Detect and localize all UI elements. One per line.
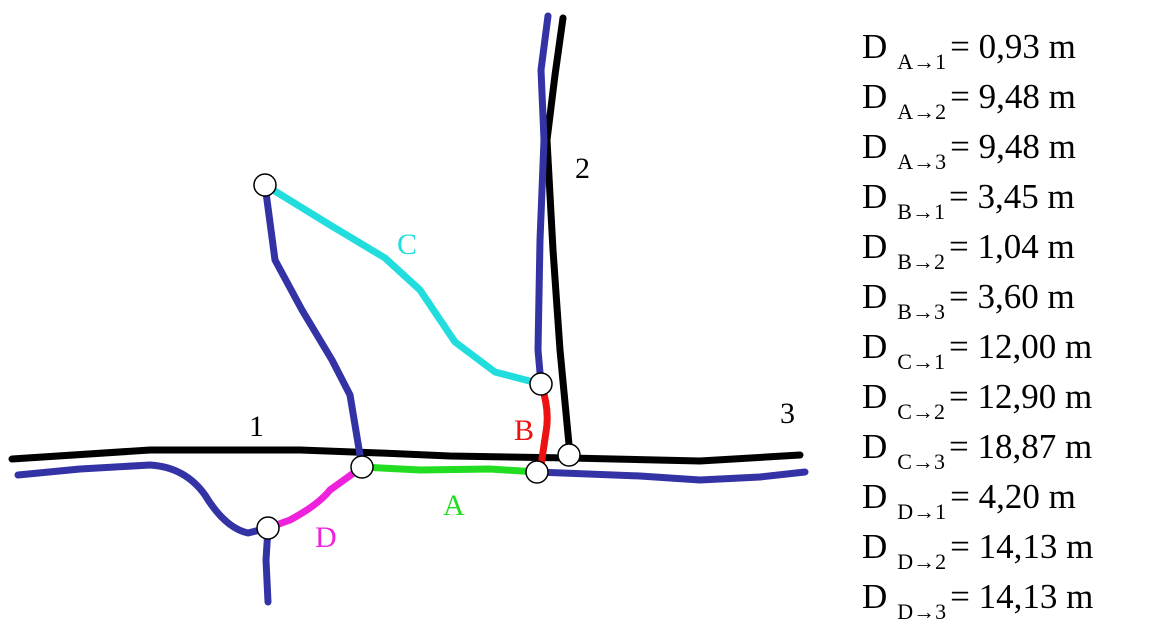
distance-row: D C→1= 12,00 m (862, 322, 1093, 374)
distance-symbol: D (862, 227, 888, 266)
distance-subscript: D→2 (897, 549, 947, 574)
distance-value: = 14,13 m (950, 527, 1094, 566)
distance-symbol: D (862, 277, 888, 316)
trajectory-north (534, 12, 552, 388)
distance-row: D B→2= 1,04 m (862, 222, 1093, 274)
distance-symbol: D (862, 77, 888, 116)
segment-label-b: B (514, 414, 534, 447)
distance-symbol: D (862, 527, 888, 566)
node-c-b (529, 372, 553, 396)
reference-line-2 (543, 14, 574, 459)
segment-c (261, 181, 545, 388)
line-label-3: 3 (780, 397, 795, 430)
distance-value: = 3,60 m (948, 277, 1075, 316)
segment-label-c: C (397, 228, 417, 261)
distance-subscript: C→3 (897, 449, 945, 474)
distance-row: D A→1= 0,93 m (862, 22, 1093, 74)
line-label-1: 1 (249, 410, 264, 443)
distance-value: = 4,20 m (950, 477, 1076, 516)
segment-d (264, 463, 366, 532)
distance-symbol: D (862, 177, 888, 216)
trajectory-bottom (14, 461, 272, 537)
trajectory-diagonal (261, 181, 366, 471)
distance-subscript: D→3 (897, 599, 947, 624)
distance-subscript: C→1 (897, 349, 945, 374)
node-line-intersection (557, 443, 581, 467)
distance-row: D A→2= 9,48 m (862, 72, 1093, 124)
segment-a (358, 463, 541, 476)
distance-row: D B→3= 3,60 m (862, 272, 1093, 324)
node-d-start (256, 516, 280, 540)
distance-value: = 3,45 m (948, 177, 1075, 216)
distance-symbol: D (862, 427, 888, 466)
distance-value: = 18,87 m (948, 427, 1093, 466)
distance-value: = 12,00 m (948, 327, 1093, 366)
distance-symbol: D (862, 127, 888, 166)
node-d-a (350, 455, 374, 479)
distance-subscript: A→1 (897, 49, 947, 74)
node-a-b (525, 460, 549, 484)
distance-row: D C→2= 12,90 m (862, 372, 1093, 424)
distance-symbol: D (862, 377, 888, 416)
distance-row: D D→3= 14,13 m (862, 572, 1094, 624)
distance-value: = 9,48 m (950, 77, 1076, 116)
distance-row: D D→2= 14,13 m (862, 522, 1094, 574)
segment-label-d: D (315, 521, 337, 554)
distance-value: = 14,13 m (950, 577, 1094, 616)
distance-value: = 12,90 m (948, 377, 1093, 416)
distance-value: = 9,48 m (950, 127, 1076, 166)
distance-subscript: B→3 (897, 299, 945, 324)
road-network-diagram: 1 2 3 C B A D (8, 12, 809, 606)
distance-row: D A→3= 9,48 m (862, 122, 1093, 174)
line-label-2: 2 (575, 152, 590, 185)
distance-symbol: D (862, 327, 888, 366)
distance-subscript: B→1 (897, 199, 945, 224)
trajectory-east (533, 468, 809, 484)
distance-value: = 1,04 m (948, 227, 1075, 266)
distance-row: D C→3= 18,87 m (862, 422, 1093, 474)
distance-symbol: D (862, 27, 888, 66)
distance-row: D B→1= 3,45 m (862, 172, 1093, 224)
distance-subscript: A→2 (897, 99, 947, 124)
distance-subscript: A→3 (897, 149, 947, 174)
segment-label-a: A (443, 489, 465, 522)
distance-symbol: D (862, 577, 888, 616)
distance-subscript: D→1 (897, 499, 947, 524)
distance-value: = 0,93 m (950, 27, 1076, 66)
distance-row: D D→1= 4,20 m (862, 472, 1093, 524)
node-c-start (253, 173, 277, 197)
distance-symbol: D (862, 477, 888, 516)
distance-subscript: B→2 (897, 249, 945, 274)
distance-subscript: C→2 (897, 399, 945, 424)
reference-line-1-3 (8, 446, 804, 465)
